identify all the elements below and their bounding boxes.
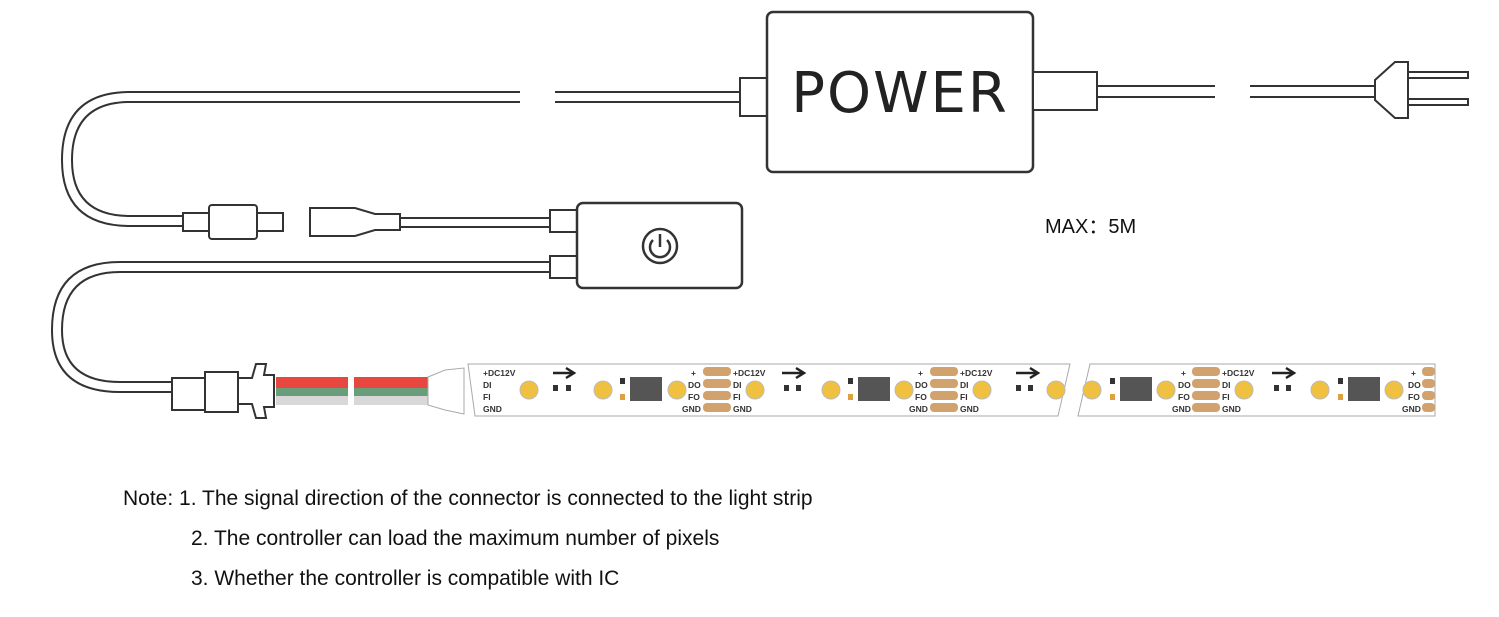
pad-gnd: GND	[909, 404, 928, 414]
led-icon	[593, 380, 613, 400]
pad-gnd: GND	[1402, 404, 1421, 414]
led-icon	[821, 380, 841, 400]
touch-controller	[549, 201, 744, 290]
pad-fo: FO	[1408, 392, 1420, 402]
pad-plus-dc12v: +DC12V	[483, 368, 516, 378]
ic-chip-icon	[630, 377, 662, 401]
pad-do: DO	[688, 380, 701, 390]
pad-do: DO	[915, 380, 928, 390]
max-length-label: MAX：5M	[1045, 216, 1137, 238]
pad-fo: FO	[1178, 392, 1190, 402]
pad-plus: +	[691, 368, 696, 378]
strip-connector	[171, 363, 275, 419]
power-adapter: POWER	[739, 10, 1098, 174]
ac-plug	[1374, 61, 1469, 119]
pad-plus-dc12v: +DC12V	[960, 368, 993, 378]
pad-gnd: GND	[483, 404, 502, 414]
power-output-cable	[60, 91, 740, 227]
power-label: POWER	[791, 61, 1009, 126]
pad-plus: +	[918, 368, 923, 378]
led-icon	[667, 380, 687, 400]
note-item: 2. The controller can load the maximum n…	[191, 527, 720, 550]
pad-plus: +	[1181, 368, 1186, 378]
note-prefix: Note:	[123, 487, 174, 510]
ac-cable	[1097, 85, 1375, 98]
led-icon	[1384, 380, 1404, 400]
led-icon	[894, 380, 914, 400]
pad-di: DI	[1222, 380, 1231, 390]
pad-fi: FI	[960, 392, 968, 402]
pad-do: DO	[1408, 380, 1421, 390]
ic-chip-icon	[1348, 377, 1380, 401]
led-icon	[745, 380, 765, 400]
direction-arrow-icon	[782, 366, 807, 380]
dc-connector-pair	[182, 204, 401, 240]
led-icon	[1046, 380, 1066, 400]
ic-chip-icon	[1120, 377, 1152, 401]
pad-gnd: GND	[682, 404, 701, 414]
strip-wires	[276, 367, 465, 415]
pad-fo: FO	[688, 392, 700, 402]
pad-di: DI	[483, 380, 492, 390]
pad-di: DI	[733, 380, 742, 390]
led-icon	[1156, 380, 1176, 400]
direction-arrow-icon	[1016, 366, 1041, 380]
ic-chip-icon	[858, 377, 890, 401]
led-strip-segment: +DC12V DI FI GND + DO FO GND +DC12V DI F…	[467, 363, 1071, 417]
led-icon	[1082, 380, 1102, 400]
controller-output-cable	[50, 261, 550, 393]
direction-arrow-icon	[1272, 366, 1297, 380]
pad-fi: FI	[1222, 392, 1230, 402]
led-icon	[972, 380, 992, 400]
pad-plus-dc12v: +DC12V	[733, 368, 766, 378]
pad-plus-dc12v: +DC12V	[1222, 368, 1255, 378]
note-item: 1. The signal direction of the connector…	[179, 487, 813, 510]
power-button-icon[interactable]	[641, 227, 679, 265]
pad-gnd: GND	[733, 404, 752, 414]
led-icon	[519, 380, 539, 400]
pad-gnd: GND	[1222, 404, 1241, 414]
note-item: 3. Whether the controller is compatible …	[191, 567, 620, 590]
led-icon	[1310, 380, 1330, 400]
pad-gnd: GND	[1172, 404, 1191, 414]
note-line-1: Note: 1. The signal direction of the con…	[123, 487, 813, 511]
pad-plus: +	[1411, 368, 1416, 378]
led-strip-segment: + DO FO GND +DC12V DI FI GND + DO FO GND	[1077, 363, 1436, 417]
pad-fo: FO	[915, 392, 927, 402]
pad-gnd: GND	[960, 404, 979, 414]
pad-di: DI	[960, 380, 969, 390]
pad-fi: FI	[483, 392, 491, 402]
pad-fi: FI	[733, 392, 741, 402]
led-icon	[1234, 380, 1254, 400]
direction-arrow-icon	[553, 366, 577, 380]
pad-do: DO	[1178, 380, 1191, 390]
